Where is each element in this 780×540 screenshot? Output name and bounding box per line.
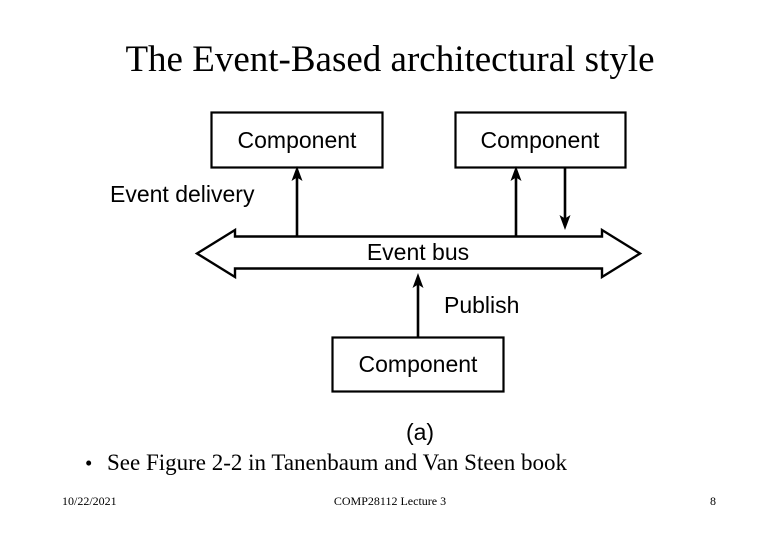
architecture-diagram: Component Component Component Event bus <box>110 111 643 445</box>
component-bottom-box <box>331 336 505 393</box>
footer-date: 10/22/2021 <box>62 494 117 508</box>
arrow-bottom-component-to-bus-head <box>412 273 424 288</box>
publish-label: Publish <box>444 292 520 318</box>
figure-caption: (a) <box>406 419 434 445</box>
arrow-right-component-to-bus-head <box>559 215 571 230</box>
bullet-text: See Figure 2-2 in Tanenbaum and Van Stee… <box>107 450 568 475</box>
page-title: The Event-Based architectural style <box>125 39 655 80</box>
footer-page-number: 8 <box>710 494 716 508</box>
component-top-left-box <box>210 111 384 169</box>
arrow-bus-to-left-component-head <box>291 166 303 181</box>
component-top-right-label: Component <box>481 127 601 153</box>
arrow-bus-to-right-component-head <box>510 166 522 181</box>
component-top-left-label: Component <box>238 127 358 153</box>
bullet-list-item: • See Figure 2-2 in Tanenbaum and Van St… <box>85 449 725 477</box>
bullet-marker-icon: • <box>85 451 93 475</box>
event-bus-shape <box>194 227 643 280</box>
component-bottom-label: Component <box>359 351 479 377</box>
event-delivery-label: Event delivery <box>110 181 255 207</box>
footer-course-label: COMP28112 Lecture 3 <box>333 494 447 508</box>
component-top-right-box <box>454 111 627 169</box>
slide-footer: 10/22/2021 COMP28112 Lecture 3 8 <box>0 494 780 516</box>
diagram-svg: Component Component Component Event bus <box>194 111 643 445</box>
event-bus-label: Event bus <box>367 239 469 265</box>
